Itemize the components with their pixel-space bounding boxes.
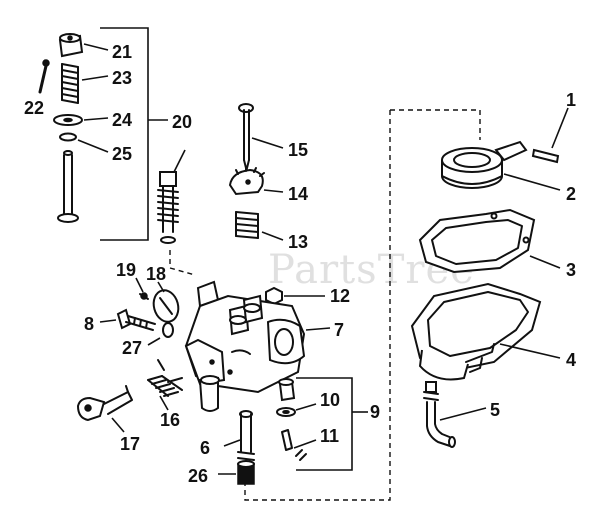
part-17-lever <box>76 385 133 433</box>
callout-18: 18 <box>146 264 166 284</box>
dashed-assembly-outline <box>169 109 481 501</box>
part-10-seat <box>276 378 317 417</box>
callout-10: 10 <box>320 390 340 410</box>
leader-22 <box>43 59 47 63</box>
part-8-bolt <box>99 308 156 331</box>
bracket-20 <box>100 27 168 241</box>
part-25-oring <box>59 132 109 153</box>
part-1-pin <box>531 107 569 164</box>
part-pin-shaft <box>57 150 79 223</box>
callout-3: 3 <box>566 260 576 280</box>
part-22-screw <box>38 59 50 94</box>
callout-1: 1 <box>566 90 576 110</box>
part-12-nut <box>265 286 325 306</box>
callout-17: 17 <box>120 434 140 454</box>
callout-4: 4 <box>566 350 576 370</box>
part-19-screw <box>139 292 149 300</box>
callout-21: 21 <box>112 42 132 62</box>
callout-15: 15 <box>288 140 308 160</box>
callout-7: 7 <box>334 320 344 340</box>
callout-26: 26 <box>188 466 208 486</box>
leader-19 <box>135 277 144 293</box>
part-26-plug <box>218 460 255 485</box>
part-3-gasket <box>418 208 561 274</box>
callout-12: 12 <box>330 286 350 306</box>
part-20-needle-assembly <box>157 149 186 244</box>
part-15-needle <box>238 103 284 171</box>
part-4-float-bowl <box>410 282 561 381</box>
callout-16: 16 <box>160 410 180 430</box>
part-16-spring <box>147 359 183 411</box>
callout-14: 14 <box>288 184 308 204</box>
callout-2: 2 <box>566 184 576 204</box>
bracket-9 <box>296 377 368 471</box>
part-5-tube <box>423 381 487 448</box>
part-27-washer <box>147 322 174 346</box>
part-14-cam <box>228 166 284 196</box>
part-7-carburetor-body <box>184 280 331 412</box>
callout-22: 22 <box>24 98 44 118</box>
callout-8: 8 <box>84 314 94 334</box>
callout-11: 11 <box>320 426 339 446</box>
callout-23: 23 <box>112 68 132 88</box>
callout-13: 13 <box>288 232 308 252</box>
part-18-plate <box>152 289 180 323</box>
part-2-float <box>441 140 561 191</box>
callout-24: 24 <box>112 110 132 130</box>
callout-5: 5 <box>490 400 500 420</box>
callout-19: 19 <box>116 260 136 280</box>
leader-18 <box>157 281 165 293</box>
part-13-spring <box>235 211 284 241</box>
part-6-jet <box>223 410 255 461</box>
callout-6: 6 <box>200 438 210 458</box>
callout-9: 9 <box>370 402 380 422</box>
part-24-washer <box>53 114 109 126</box>
callout-20: 20 <box>172 112 192 132</box>
callout-25: 25 <box>112 144 132 164</box>
part-11-needle-valve <box>281 429 317 461</box>
part-23-spring <box>61 63 109 104</box>
part-21-cap <box>58 33 109 58</box>
callout-27: 27 <box>122 338 142 358</box>
